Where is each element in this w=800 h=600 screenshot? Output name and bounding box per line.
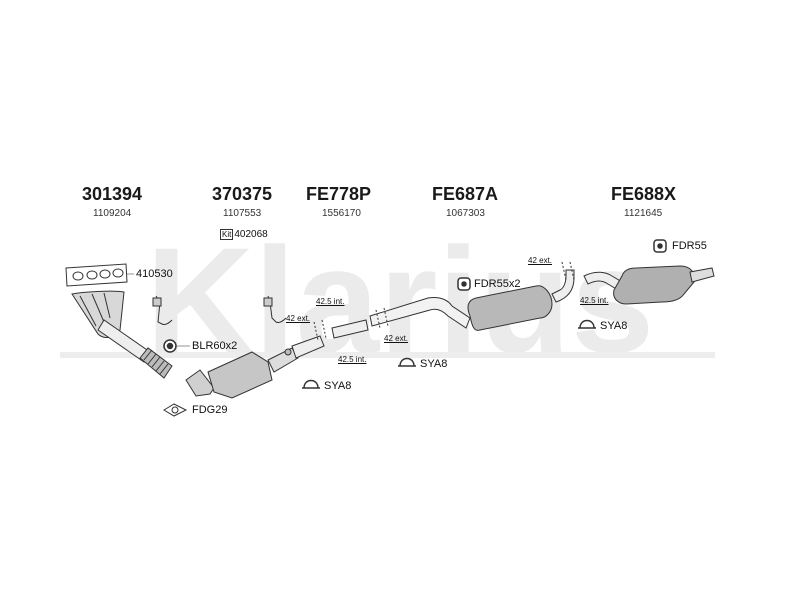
rubber-mount-icon-1: [457, 277, 471, 291]
watermark-text: Klarius: [146, 216, 655, 384]
lambda-sensor-2: [263, 295, 287, 323]
label-SYA8-3: SYA8: [600, 320, 628, 332]
oe-number-1121645: 1121645: [624, 208, 663, 219]
label-FDG29: FDG29: [192, 404, 228, 416]
label-SYA8-1: SYA8: [324, 380, 352, 392]
clamp-icon-2: [398, 357, 416, 367]
catalytic-converter-370375: [185, 335, 325, 399]
manifold-gasket-410530: [65, 263, 128, 287]
lambda-sensor-1: [152, 295, 173, 325]
front-pipe-flex: [97, 319, 173, 379]
intermediate-pipe-FE778P: [331, 297, 471, 339]
clamp-icon-3: [578, 319, 596, 329]
joint-label-4: 42.5 int.: [338, 355, 367, 364]
part-number-301394: 301394: [82, 184, 143, 204]
label-410530: 410530: [136, 268, 173, 280]
leader-lines: [127, 273, 190, 347]
oe-number-1107553: 1107553: [223, 208, 262, 219]
label-FDR55x2: FDR55x2: [474, 278, 521, 290]
kit-number-value: 402068: [234, 229, 268, 240]
joint-label-3: 42 ext.: [384, 334, 409, 343]
joint-label-1: 42 ext.: [286, 314, 311, 323]
joint-label-2: 42.5 int.: [316, 297, 345, 306]
clamp-icon-1: [302, 379, 320, 389]
part-number-370375: 370375: [212, 184, 273, 204]
oe-number-1067303: 1067303: [446, 208, 485, 219]
joint-markers: [313, 261, 575, 341]
oe-number-1109204: 1109204: [93, 208, 132, 219]
joint-label-6: 42.5 int.: [580, 296, 609, 305]
part-number-FE688X: FE688X: [611, 184, 677, 204]
watermark-underline: [60, 352, 715, 358]
label-FDR55: FDR55: [672, 240, 707, 252]
label-SYA8-2: SYA8: [420, 358, 448, 370]
label-BLR60x2: BLR60x2: [192, 340, 238, 352]
part-number-FE687A: FE687A: [432, 184, 499, 204]
bolt-icon: [163, 339, 177, 353]
gasket-icon: [163, 403, 188, 417]
rubber-mount-icon-2: [653, 239, 667, 253]
rear-silencer-FE688X: [583, 265, 715, 305]
kit-badge: Kit: [220, 229, 234, 240]
centre-silencer-FE687A: [467, 269, 575, 331]
oe-number-1556170: 1556170: [322, 208, 361, 219]
part-number-FE778P: FE778P: [306, 184, 372, 204]
joint-label-5: 42 ext.: [528, 256, 553, 265]
